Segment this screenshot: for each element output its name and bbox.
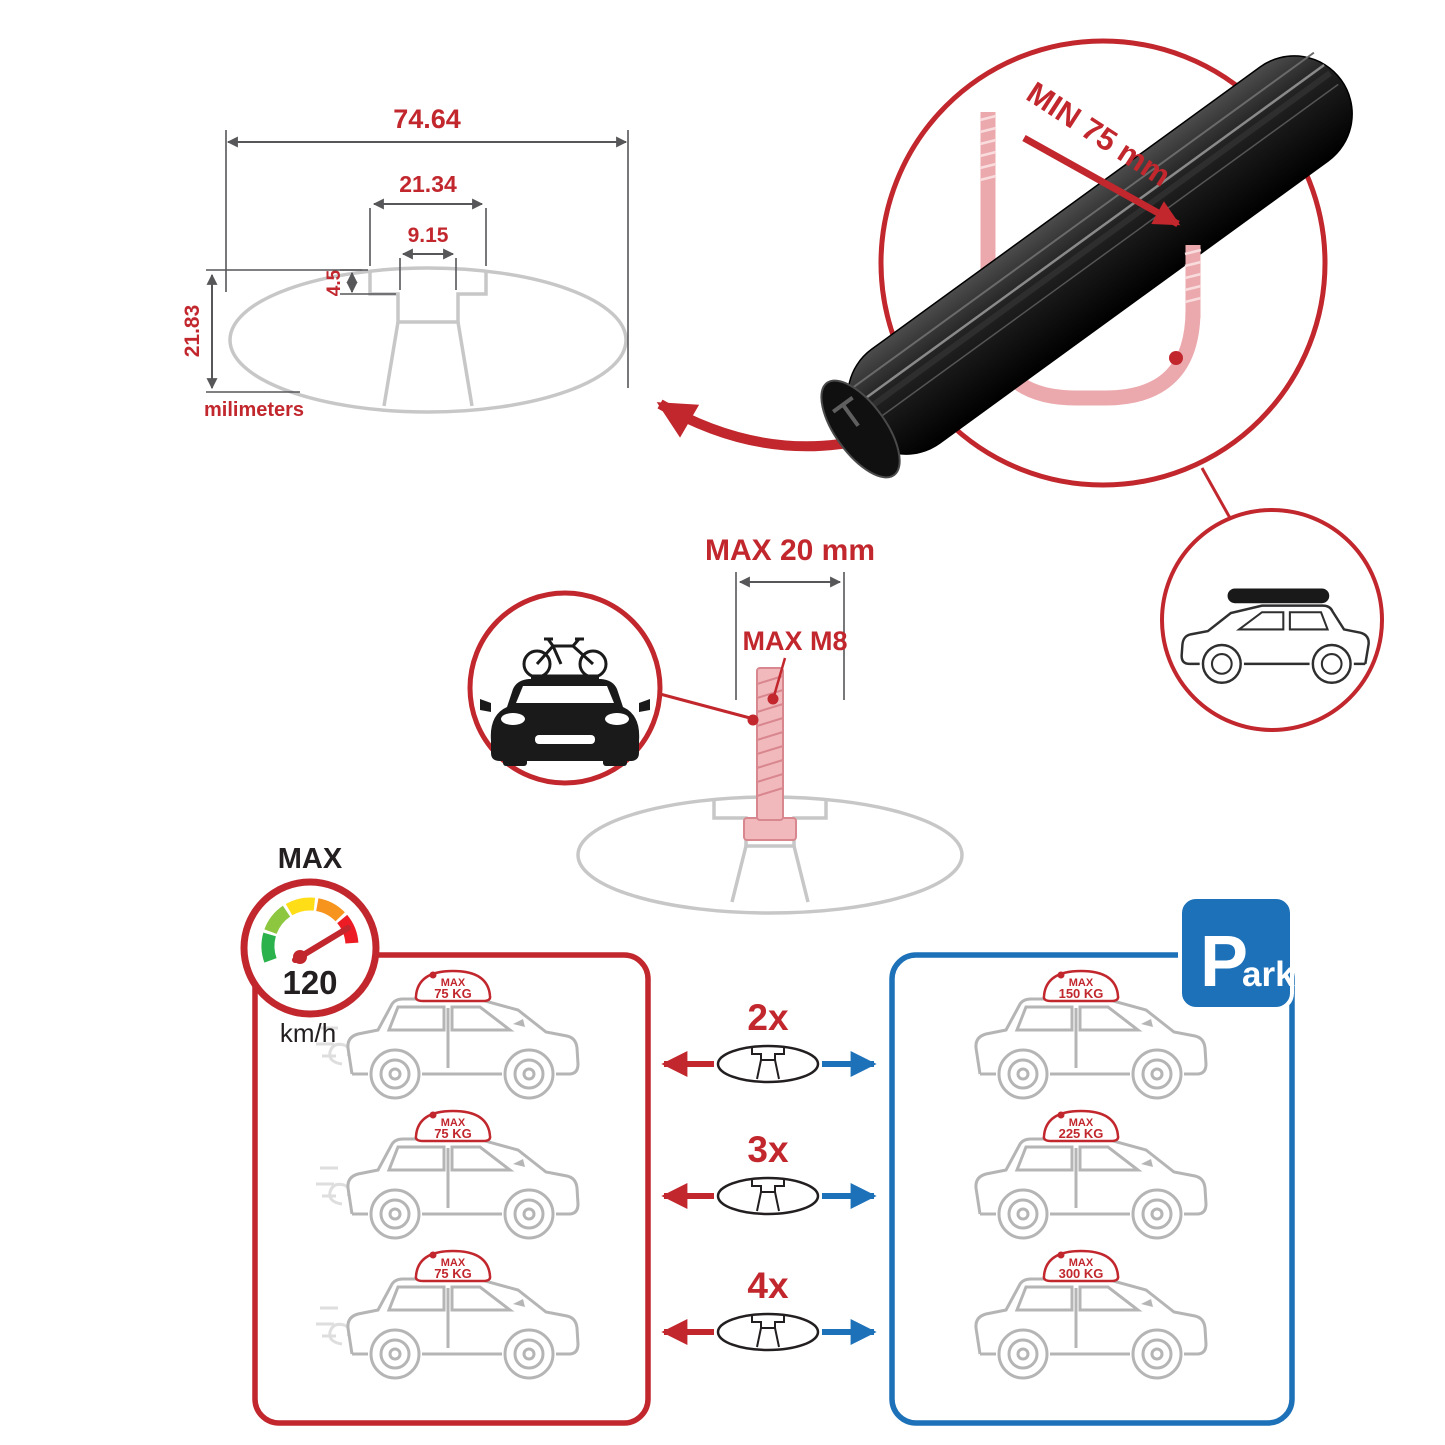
cargo-max-label: MAX <box>1069 977 1094 989</box>
u-bolt-front-leg <box>1184 245 1202 318</box>
speedometer: MAX 120 km/h <box>240 843 380 1048</box>
cargo-value-label: 75 KG <box>434 1266 472 1281</box>
right-car-row-1: MAX 150 KG <box>974 969 1208 1100</box>
park-sign-suffix: ark <box>1242 955 1295 994</box>
multiplier-label: 3x <box>747 1129 789 1170</box>
suv-roofbox-circle <box>1160 508 1384 732</box>
dim-width-total: 74.64 <box>393 104 461 134</box>
gauge-arc-yellow <box>285 897 316 916</box>
cross-section-diagram: 74.64 21.34 9.15 4.5 21.83 milimeters <box>181 104 629 421</box>
speed-value: 120 <box>282 964 337 1001</box>
cargo-max-label: MAX <box>1069 1257 1094 1269</box>
min-span-arrow <box>1022 134 1181 228</box>
bolt-max-length-label: MAX 20 mm <box>705 534 875 567</box>
cargo-max-label: MAX <box>441 1117 466 1129</box>
dim-height-total: 21.83 <box>181 305 204 358</box>
bolt-spec: MAX 20 mm MAX M8 <box>576 534 964 915</box>
dim-extension-lines-height <box>206 269 362 393</box>
cargo-value-label: 75 KG <box>434 986 472 1001</box>
right-car-row-2: MAX 225 KG <box>974 1109 1208 1240</box>
bolt-max-thread-label: MAX M8 <box>742 626 847 656</box>
bolt-threads <box>756 675 784 797</box>
dim-channel-depth: 4.5 <box>324 269 345 296</box>
profile-t-slot <box>368 270 488 324</box>
dim-extension-lines-inner <box>399 258 457 290</box>
connector-line-bolt <box>659 692 751 720</box>
car-front-icon <box>480 679 650 766</box>
multiplier-row-2: 3x <box>661 1129 877 1216</box>
bolt-slot-web <box>730 845 810 903</box>
dim-extension-lines-outer <box>369 208 487 266</box>
cargo-max-label: MAX <box>1069 1117 1094 1129</box>
cargo-value-label: 150 KG <box>1059 986 1104 1001</box>
suv-with-roofbox-icon <box>1180 588 1370 684</box>
thread-leader-line <box>772 657 787 697</box>
bolt-head <box>743 817 797 841</box>
bolt-slot-channel <box>712 800 828 848</box>
gauge-arc-green <box>261 932 277 963</box>
multiplier-label: 2x <box>747 997 789 1038</box>
park-sign-letter: P <box>1200 922 1248 1002</box>
right-car-row-3: MAX 300 KG <box>974 1249 1208 1380</box>
thread-leader-dot <box>767 693 779 705</box>
multiplier-row-1: 2x <box>661 997 877 1084</box>
bolt-dim-extension-lines <box>735 572 845 700</box>
clamp-marker-dot <box>1169 351 1183 365</box>
cargo-value-label: 225 KG <box>1059 1126 1104 1141</box>
crossbar-count-icon <box>716 1312 820 1352</box>
connector-dot <box>747 714 759 726</box>
park-sign: P ark <box>1178 895 1295 1011</box>
park-sign-plate <box>1178 895 1294 1011</box>
cargo-max-label: MAX <box>441 1257 466 1269</box>
crossbar-3d <box>820 51 1353 479</box>
dim-channel-outer: 21.34 <box>399 171 457 197</box>
dim-extension-lines-width <box>225 130 629 388</box>
gauge-arc-orange <box>315 898 345 922</box>
crossbar-count-icon <box>716 1044 820 1084</box>
crossbar-count-icon <box>716 1176 820 1216</box>
multiplier-label: 4x <box>747 1265 789 1306</box>
left-car-row-3: MAX 75 KG <box>314 1249 580 1380</box>
gauge-pivot <box>293 950 307 964</box>
multiplier-row-3: 4x <box>661 1265 877 1352</box>
cargo-value-label: 300 KG <box>1059 1266 1104 1281</box>
dim-channel-inner: 9.15 <box>408 224 449 247</box>
connector-line-suv <box>1200 467 1232 519</box>
profile-web-lines <box>382 321 474 407</box>
cargo-value-label: 75 KG <box>434 1126 472 1141</box>
profile-ellipse <box>228 266 628 414</box>
units-label: milimeters <box>204 399 304 421</box>
speed-unit: km/h <box>280 1018 336 1048</box>
speed-max-label: MAX <box>278 843 343 875</box>
magnifier-detail: MIN 75 mm <box>820 38 1353 488</box>
cargo-max-label: MAX <box>441 977 466 989</box>
gauge-arc-lightgreen <box>264 905 291 935</box>
car-front-circle <box>467 590 759 786</box>
left-car-row-2: MAX 75 KG <box>314 1109 580 1240</box>
left-car-row-1: MAX 75 KG <box>314 969 580 1100</box>
